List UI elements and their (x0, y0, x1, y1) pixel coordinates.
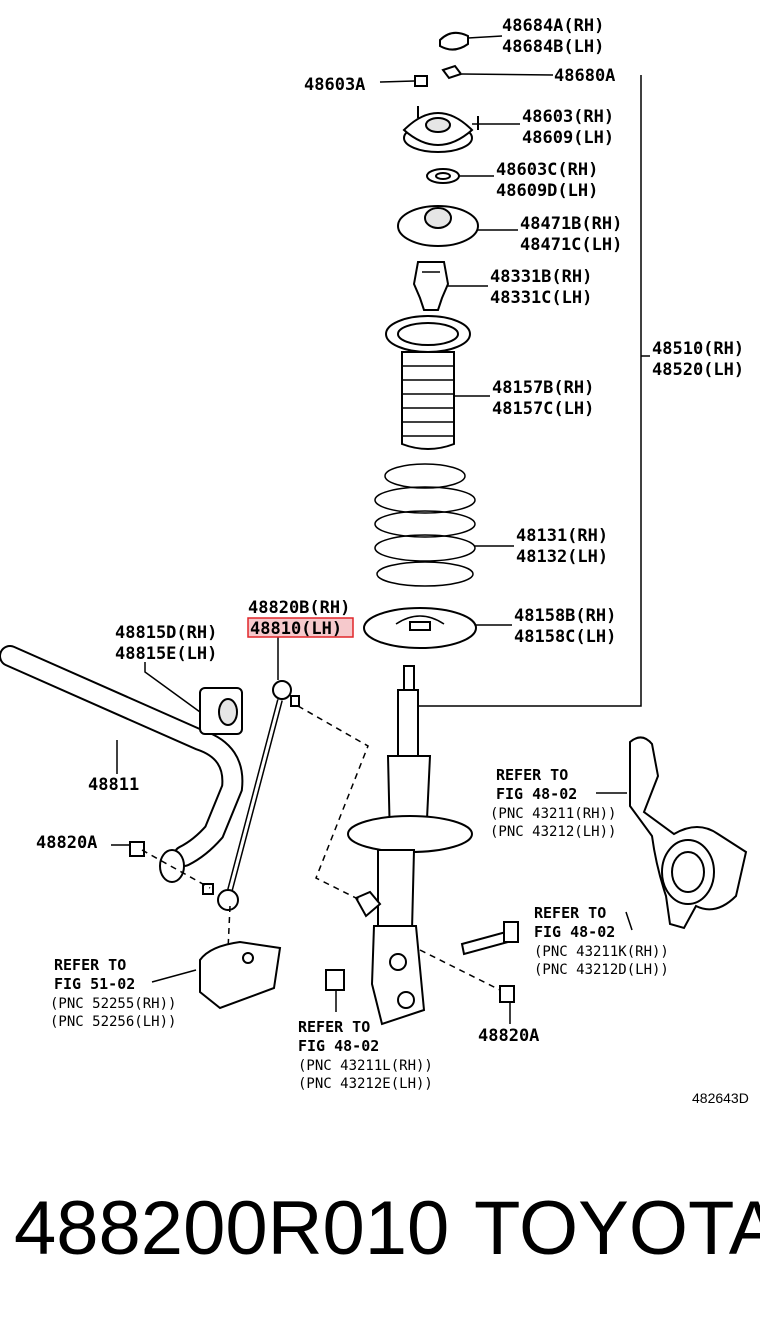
label-48603a: 48603A (304, 75, 365, 95)
body-bracket-part (151, 940, 282, 1010)
label-48811: 48811 (88, 775, 139, 795)
ref-knuckle-top-line3: (PNC 43211(RH)) (490, 806, 616, 822)
bushing-part (144, 662, 243, 735)
reference-strut-nut: REFER TO FIG 48-02 (PNC 43211L(RH)) (PNC… (298, 1018, 433, 1092)
nut-48603a-part (379, 75, 428, 87)
label-48603c: 48603C(RH) (496, 160, 598, 180)
nut-48820a-right-part (499, 985, 515, 1024)
part-number: 488200R010 (14, 1186, 450, 1271)
label-48471b: 48471B(RH) (520, 214, 622, 234)
label-48510: 48510(RH) (652, 339, 744, 359)
strut-assembly-bracket (414, 75, 650, 707)
label-48609: 48609(LH) (522, 128, 614, 148)
nut-48680a-part (441, 64, 554, 80)
nut-48820a-left-part (111, 841, 145, 857)
label-48131: 48131(RH) (516, 526, 608, 546)
reference-knuckle-bolt: REFER TO FIG 48-02 (PNC 43211K(RH)) (PNC… (534, 904, 669, 978)
bump-stop-part (412, 261, 488, 311)
label-48471c: 48471C(LH) (520, 235, 622, 255)
label-48680a: 48680A (554, 66, 615, 86)
label-48820a-left: 48820A (36, 833, 97, 853)
ref-bracket-line2: FIG 51-02 (54, 975, 135, 993)
ref-knuckle-bolt-line2: FIG 48-02 (534, 923, 615, 941)
ref-strut-nut-line2: FIG 48-02 (298, 1037, 379, 1055)
label-48609d: 48609D(LH) (496, 181, 598, 201)
highlight-box (247, 617, 354, 638)
lower-insulator-part (363, 607, 512, 649)
stabilizer-link-part (202, 637, 300, 911)
dust-boot-part (385, 315, 490, 450)
ref-strut-nut-line4: (PNC 43212E(LH)) (298, 1076, 433, 1092)
label-48158b: 48158B(RH) (514, 606, 616, 626)
ref-strut-nut-line1: REFER TO (298, 1018, 370, 1036)
label-48810: 48810(LH) (250, 619, 342, 639)
label-48331c: 48331C(LH) (490, 288, 592, 308)
label-48157c: 48157C(LH) (492, 399, 594, 419)
ref-knuckle-top-line2: FIG 48-02 (496, 785, 577, 803)
coil-spring-part (374, 463, 514, 587)
label-48815e: 48815E(LH) (115, 644, 217, 664)
ref-bracket-line4: (PNC 52256(LH)) (50, 1014, 176, 1030)
ref-knuckle-bolt-line4: (PNC 43212D(LH)) (534, 962, 669, 978)
label-48157b: 48157B(RH) (492, 378, 594, 398)
ref-bracket-line1: REFER TO (54, 956, 126, 974)
ref-bracket-line3: (PNC 52255(RH)) (50, 996, 176, 1012)
label-48820a-right: 48820A (478, 1026, 539, 1046)
label-48603: 48603(RH) (522, 107, 614, 127)
upper-spring-seat-part (397, 205, 518, 247)
steering-knuckle-part (596, 736, 748, 931)
ref-knuckle-bolt-line3: (PNC 43211K(RH)) (534, 944, 669, 960)
label-48158c: 48158C(LH) (514, 627, 616, 647)
part-footer: 488200R010 TOYOTA (14, 1185, 760, 1285)
ref-knuckle-top-line1: REFER TO (496, 766, 568, 784)
dust-cap-part (439, 31, 503, 51)
diagram-code: 482643D (692, 1090, 749, 1106)
shock-absorber-part (347, 665, 473, 1026)
stabilizer-bar-part (0, 645, 244, 883)
label-48132: 48132(LH) (516, 547, 608, 567)
label-48684b: 48684B(LH) (502, 37, 604, 57)
label-48331b: 48331B(RH) (490, 267, 592, 287)
ref-knuckle-top-line4: (PNC 43212(LH)) (490, 824, 616, 840)
label-48815d: 48815D(RH) (115, 623, 217, 643)
reference-bracket: REFER TO FIG 51-02 (PNC 52255(RH)) (PNC … (50, 956, 176, 1030)
ref-strut-nut-line3: (PNC 43211L(RH)) (298, 1058, 433, 1074)
strut-nut-part (325, 969, 345, 991)
knuckle-bolt-part (460, 921, 519, 956)
strut-mount-part (402, 106, 520, 153)
bearing-part (426, 168, 494, 184)
label-48684a: 48684A(RH) (502, 16, 604, 36)
reference-knuckle-top: REFER TO FIG 48-02 (PNC 43211(RH)) (PNC … (490, 766, 616, 840)
ref-knuckle-bolt-line1: REFER TO (534, 904, 606, 922)
label-48820b: 48820B(RH) (248, 598, 350, 618)
label-48520: 48520(LH) (652, 360, 744, 380)
brand-name: TOYOTA (474, 1186, 760, 1271)
